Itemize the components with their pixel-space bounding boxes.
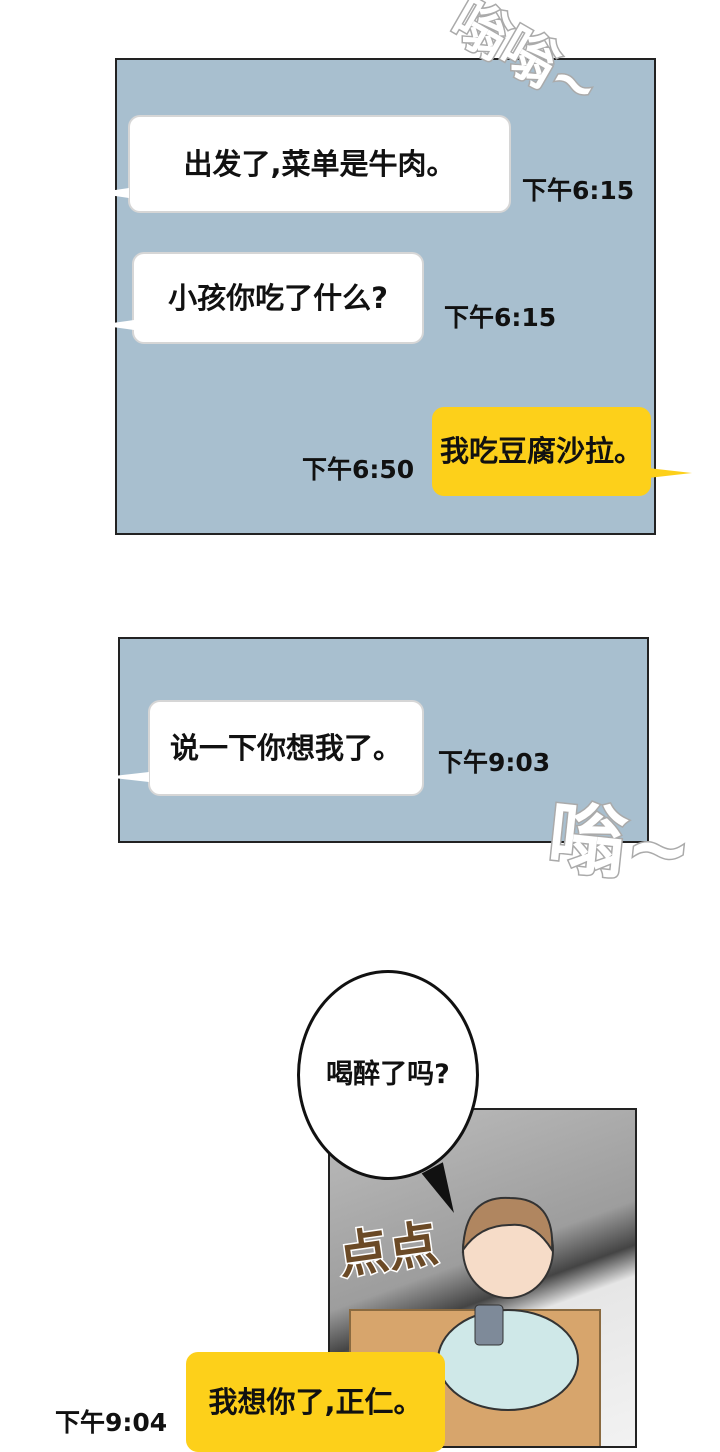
message-bubble-sent: 我想你了,正仁。 (186, 1352, 445, 1452)
message-time: 下午9:04 (55, 1408, 168, 1437)
sfx-buzz-middle: 嗡~ (542, 791, 697, 898)
message-text: 出发了,菜单是牛肉。 (183, 146, 456, 181)
message-text: 我想你了,正仁。 (208, 1384, 423, 1419)
message-bubble-received: 小孩你吃了什么? (132, 252, 424, 344)
message-time: 下午6:50 (302, 455, 415, 484)
message-text: 说一下你想我了。 (169, 730, 402, 765)
bubble-tail (98, 320, 134, 330)
speech-text: 喝醉了吗? (326, 1058, 450, 1090)
message-time: 下午9:03 (438, 748, 551, 777)
message-bubble-received: 出发了,菜单是牛肉。 (128, 115, 511, 213)
bubble-tail (648, 468, 692, 478)
bubble-tail (95, 188, 129, 198)
speech-bubble: 喝醉了吗? (297, 970, 479, 1180)
message-text: 小孩你吃了什么? (168, 280, 388, 315)
sfx-tapping: 点点 (333, 1213, 443, 1287)
message-time: 下午6:15 (444, 303, 557, 332)
message-text: 我吃豆腐沙拉。 (439, 434, 643, 469)
message-time: 下午6:15 (522, 176, 635, 205)
message-bubble-sent: 我吃豆腐沙拉。 (432, 407, 651, 496)
message-bubble-received: 说一下你想我了。 (148, 700, 424, 796)
bubble-tail (105, 772, 149, 782)
